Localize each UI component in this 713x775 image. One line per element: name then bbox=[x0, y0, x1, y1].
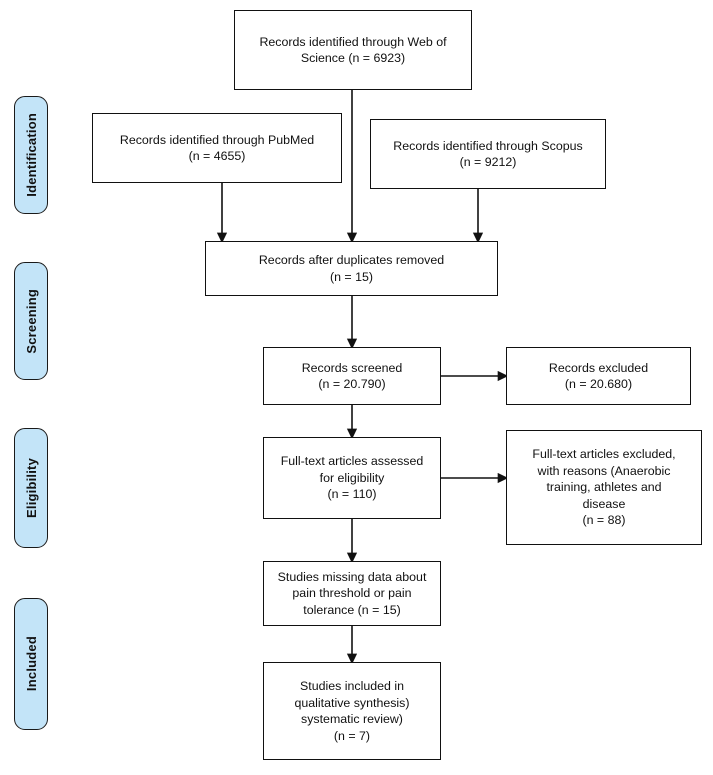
box-records-pubmed-text: Records identified through PubMed (n = 4… bbox=[119, 132, 315, 164]
box-records-scopus: Records identified through Scopus (n = 9… bbox=[370, 119, 606, 189]
stage-tab-identification-label: Identification bbox=[23, 113, 39, 197]
box-records-scopus-text: Records identified through Scopus (n = 9… bbox=[393, 138, 583, 170]
box-records-after-duplicates-removed-text: Records after duplicates removed (n = 15… bbox=[258, 253, 445, 284]
stage-tab-included-label: Included bbox=[23, 636, 39, 692]
stage-tab-identification: Identification bbox=[14, 96, 48, 214]
box-records-after-duplicates-removed: Records after duplicates removed (n = 15… bbox=[205, 241, 498, 296]
stage-tab-eligibility: Eligibility bbox=[14, 428, 48, 548]
box-records-excluded: Records excluded (n = 20.680) bbox=[506, 347, 691, 405]
box-fulltext-assessed-text: Full-text articles assessed for eligibil… bbox=[280, 454, 424, 502]
box-records-web-of-science-text: Records identified through Web of Scienc… bbox=[259, 34, 447, 66]
box-studies-missing-data-text: Studies missing data about pain threshol… bbox=[277, 569, 427, 617]
box-studies-included-text: Studies included in qualitative synthesi… bbox=[294, 679, 410, 743]
box-studies-included: Studies included in qualitative synthesi… bbox=[263, 662, 441, 760]
box-studies-missing-data: Studies missing data about pain threshol… bbox=[263, 561, 441, 626]
box-records-web-of-science: Records identified through Web of Scienc… bbox=[234, 10, 472, 90]
box-records-screened-text: Records screened (n = 20.790) bbox=[301, 360, 403, 392]
stage-tab-included: Included bbox=[14, 598, 48, 730]
stage-tab-screening: Screening bbox=[14, 262, 48, 380]
box-fulltext-excluded-text: Full-text articles excluded, with reason… bbox=[532, 447, 676, 528]
box-records-pubmed: Records identified through PubMed (n = 4… bbox=[92, 113, 342, 183]
box-fulltext-assessed: Full-text articles assessed for eligibil… bbox=[263, 437, 441, 519]
stage-tab-eligibility-label: Eligibility bbox=[23, 458, 39, 518]
box-fulltext-excluded: Full-text articles excluded, with reason… bbox=[506, 430, 702, 545]
box-records-excluded-text: Records excluded (n = 20.680) bbox=[548, 360, 649, 392]
stage-tab-screening-label: Screening bbox=[23, 288, 39, 354]
box-records-screened: Records screened (n = 20.790) bbox=[263, 347, 441, 405]
